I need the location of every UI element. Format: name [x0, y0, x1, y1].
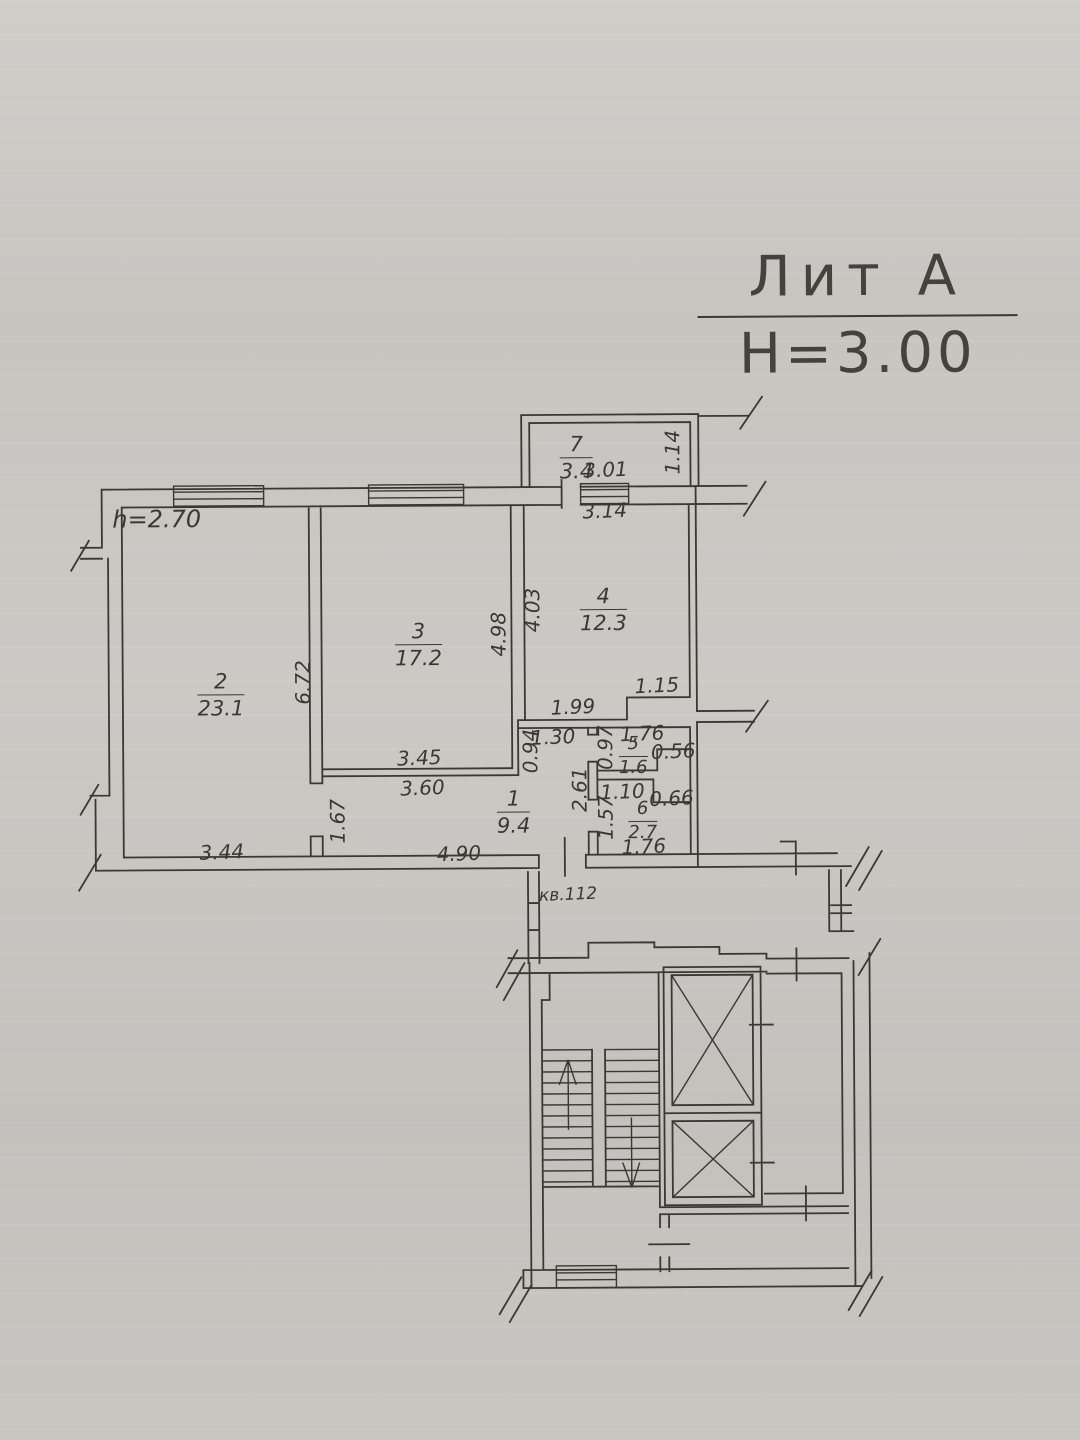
- dim-room7-depth: 1.14: [660, 429, 685, 475]
- room-area: 17.2: [395, 646, 443, 671]
- dim-room4-height: 4.03: [520, 587, 545, 633]
- room-label-1: 1 9.4: [496, 787, 531, 838]
- dim-room2-width: 3.44: [199, 839, 245, 865]
- room-number: 7: [559, 432, 594, 459]
- room-number: 1: [496, 787, 531, 813]
- room-area: 9.4: [496, 813, 531, 838]
- stair-down-arrow: [622, 1117, 641, 1188]
- dim-hall-right: 2.61: [567, 767, 592, 813]
- dim-nook-width: 1.30: [530, 724, 576, 750]
- apartment-walls: [80, 413, 852, 877]
- dim-hall-left: 1.67: [325, 798, 350, 844]
- dim-room5-notch: 0.56: [650, 738, 696, 765]
- floor-height-label: H=3.00: [738, 320, 977, 387]
- dim-room6-width: 1.76: [621, 833, 667, 860]
- room-number: 3: [395, 619, 442, 646]
- room-area: 23.1: [197, 696, 245, 721]
- stair-block-walls: [507, 869, 873, 1290]
- building-liter-label: Лит А: [748, 243, 967, 310]
- room-label-2: 2 23.1: [197, 669, 245, 721]
- stair-up-arrow: [558, 1059, 577, 1130]
- elevator-shaft-crosses: [670, 974, 755, 1198]
- dim-room6-notch: 0.66: [648, 785, 695, 812]
- dim-top-wall: 3.14: [581, 497, 628, 524]
- window-room3: [367, 483, 465, 506]
- room-number: 4: [579, 584, 627, 611]
- room-number: 2: [197, 669, 245, 696]
- title-underline: [697, 314, 1018, 319]
- dim-room5-depth: 0.97: [593, 725, 618, 770]
- dim-room7-width: 3.01: [582, 456, 629, 483]
- dim-room6-depth: 1.57: [593, 795, 618, 840]
- dim-room3-height: 4.98: [486, 611, 511, 657]
- window-stairwell: [555, 1264, 618, 1289]
- room-label-3: 3 17.2: [395, 619, 443, 671]
- dim-hall-top: 3.60: [399, 774, 446, 801]
- room-area: 1.6: [618, 756, 648, 779]
- room-area: 12.3: [579, 610, 627, 636]
- window-balcony: [579, 482, 630, 505]
- ceiling-height-note: h=2.70: [112, 505, 202, 534]
- dim-room4-bottom-right: 1.15: [634, 672, 680, 699]
- wall-cut-marks: [70, 395, 884, 1324]
- apartment-number-label: кв.112: [538, 883, 598, 907]
- window-room2: [172, 484, 265, 507]
- stair-treads: [542, 1048, 660, 1183]
- title-block: Лит А H=3.00: [697, 243, 1018, 387]
- dim-room3-width: 3.45: [396, 744, 442, 771]
- room-label-4: 4 12.3: [579, 584, 627, 636]
- dim-room2-height: 6.72: [290, 660, 315, 705]
- dim-room4-bottom-left: 1.99: [550, 693, 596, 720]
- dim-hall-bottom: 4.90: [436, 840, 482, 867]
